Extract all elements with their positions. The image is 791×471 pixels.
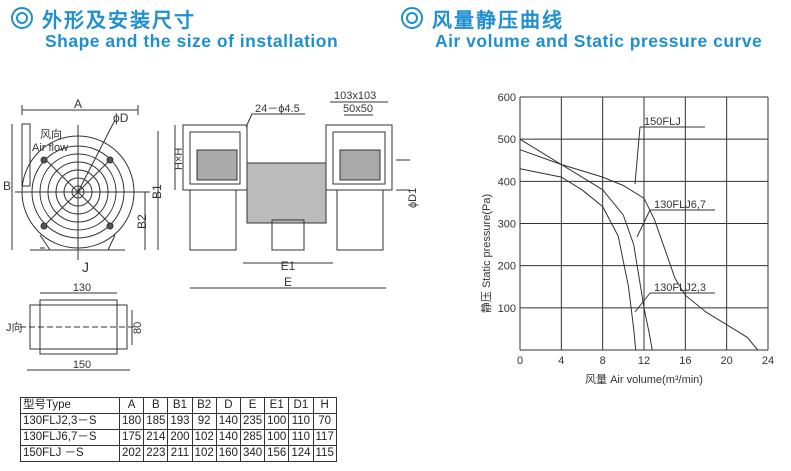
label-airflow-zh: 风向 bbox=[40, 127, 62, 141]
circle-bullet-icon bbox=[401, 7, 423, 29]
y-tick-label: 400 bbox=[498, 176, 516, 188]
series-line bbox=[519, 138, 759, 351]
table-header-cell: E bbox=[239, 397, 266, 414]
table-cell: 193 bbox=[167, 413, 193, 430]
table-header-cell: 型号Type bbox=[20, 397, 120, 414]
table-cell: 92 bbox=[191, 413, 217, 430]
table-cell: 185 bbox=[143, 413, 169, 430]
table-cell: 70 bbox=[312, 413, 337, 430]
label-150: 150 bbox=[73, 359, 91, 371]
table-header-cell: B bbox=[143, 397, 169, 414]
table-header-cell: A bbox=[118, 397, 145, 414]
label-E: E bbox=[284, 275, 292, 289]
label-B: B bbox=[3, 179, 11, 193]
table-cell: 156 bbox=[264, 445, 290, 462]
leader-line bbox=[636, 209, 651, 238]
label-B2: B2 bbox=[135, 214, 149, 229]
y-tick-label: 600 bbox=[498, 92, 516, 104]
table-cell: 117 bbox=[312, 429, 337, 446]
label-holes: 24－ϕ4.5 bbox=[255, 103, 300, 115]
y-tick-label: 500 bbox=[498, 134, 516, 146]
table-cell: 223 bbox=[143, 445, 169, 462]
x-tick-label: 4 bbox=[558, 355, 564, 367]
section-title-zh: 外形及安装尺寸 bbox=[42, 8, 196, 32]
y-axis-title: 静压 Static pressure(Pa) bbox=[479, 194, 493, 313]
x-tick-label: 8 bbox=[600, 355, 606, 367]
label-flange-inner: 50x50 bbox=[343, 103, 373, 115]
label-flange-outer: 103x103 bbox=[334, 90, 376, 102]
table-header-cell: B1 bbox=[167, 397, 193, 414]
series-line bbox=[519, 168, 637, 351]
table-cell: 180 bbox=[118, 413, 145, 430]
table-header-cell: E1 bbox=[264, 397, 290, 414]
label-D: ϕD bbox=[113, 111, 129, 125]
table-cell: 140 bbox=[215, 429, 241, 446]
series-line bbox=[519, 149, 653, 351]
table-header-cell: D bbox=[215, 397, 241, 414]
table-cell: 211 bbox=[167, 445, 193, 462]
table-cell: 110 bbox=[288, 429, 314, 446]
table-header-cell: H bbox=[312, 397, 337, 414]
table-cell: 110 bbox=[288, 413, 314, 430]
y-tick-label: 200 bbox=[498, 261, 516, 273]
table-cell: 100 bbox=[264, 429, 290, 446]
table-cell: 102 bbox=[191, 445, 217, 462]
chart-title-zh: 风量静压曲线 bbox=[432, 8, 564, 32]
section-title-en: Shape and the size of installation bbox=[45, 31, 339, 51]
table-cell: 202 bbox=[118, 445, 145, 462]
table-cell: 285 bbox=[239, 429, 266, 446]
x-tick-label: 12 bbox=[638, 355, 650, 367]
table-cell: 124 bbox=[288, 445, 314, 462]
table-cell: 200 bbox=[167, 429, 193, 446]
label-A: A bbox=[74, 97, 82, 111]
side-view bbox=[174, 101, 410, 289]
table-cell: 175 bbox=[118, 429, 145, 446]
table-cell: 235 bbox=[239, 413, 266, 430]
table-cell: 115 bbox=[312, 445, 337, 462]
j-view bbox=[20, 292, 135, 371]
label-B1: B1 bbox=[150, 184, 164, 199]
table-header-cell: B2 bbox=[191, 397, 217, 414]
series-label: 130FLJ6,7 bbox=[654, 199, 706, 211]
x-tick-label: 16 bbox=[679, 355, 691, 367]
y-tick-label: 300 bbox=[498, 219, 516, 231]
table-cell: 140 bbox=[215, 413, 241, 430]
table-header-cell: D1 bbox=[288, 397, 314, 414]
leader-line bbox=[634, 292, 651, 313]
front-view bbox=[11, 105, 159, 260]
air-volume-pressure-chart: 0 4 8 12 16 20 24 100 200 300 400 500 600 150FLJ 130FL… bbox=[479, 92, 774, 386]
label-airflow-en: Air flow bbox=[32, 142, 68, 154]
y-tick-label: 100 bbox=[498, 303, 516, 315]
series-label: 150FLJ bbox=[644, 116, 681, 128]
label-J: J bbox=[82, 259, 89, 275]
leader-line bbox=[634, 126, 641, 185]
label-80: 80 bbox=[132, 322, 144, 334]
table-cell: 100 bbox=[264, 413, 290, 430]
table-cell: 160 bbox=[215, 445, 241, 462]
table-cell: 340 bbox=[239, 445, 266, 462]
x-axis-title: 风量 Air volume(m³/min) bbox=[585, 373, 703, 386]
label-J-view: J向 bbox=[6, 320, 23, 334]
table-cell: 150FLJ －S bbox=[20, 445, 120, 462]
x-tick-label: 0 bbox=[517, 355, 523, 367]
series-label: 130FLJ2,3 bbox=[654, 282, 706, 294]
table-cell: 102 bbox=[191, 429, 217, 446]
x-tick-label: 24 bbox=[762, 355, 774, 367]
table-cell: 130FLJ2,3－S bbox=[20, 413, 120, 430]
x-tick-label: 20 bbox=[721, 355, 733, 367]
label-HxH: H×H bbox=[173, 148, 185, 170]
circle-bullet-icon bbox=[11, 7, 33, 29]
installation-drawing: A ϕD 风向 Air flow B B1 B2 J 24－ϕ4.5 103x1… bbox=[3, 90, 419, 371]
table-cell: 130FLJ6,7－S bbox=[20, 429, 120, 446]
table-cell: 214 bbox=[143, 429, 169, 446]
label-E1: E1 bbox=[281, 259, 296, 273]
chart-title-en: Air volume and Static pressure curve bbox=[435, 31, 763, 51]
label-D1: ϕD1 bbox=[407, 188, 419, 208]
label-130: 130 bbox=[73, 282, 91, 294]
